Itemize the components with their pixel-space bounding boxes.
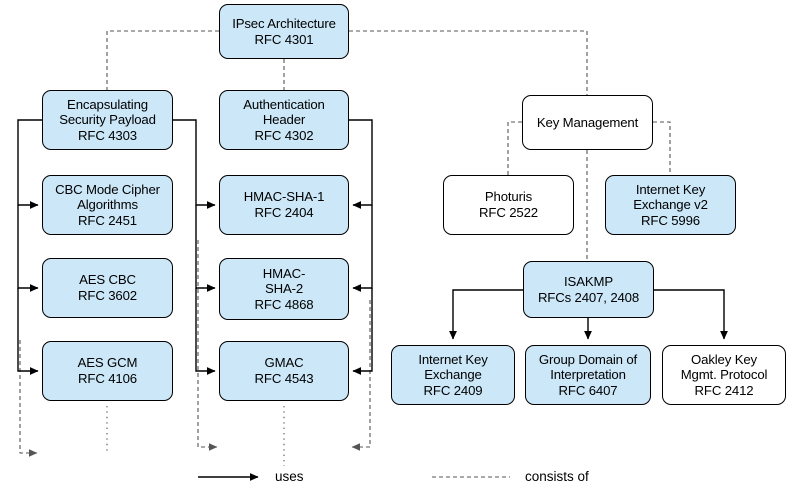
node-text-line: Oakley Key (691, 351, 757, 367)
node-text-line: GMAC (264, 355, 304, 371)
node-text-line: IPsec Architecture (232, 15, 336, 31)
node-text-line: HMAC- (262, 265, 306, 281)
node-text-line: RFC 5996 (641, 212, 700, 228)
node-text-line: RFCs 2407, 2408 (537, 289, 640, 305)
node-text-line: AES GCM (77, 355, 138, 371)
node-text-line: RFC 4302 (254, 127, 314, 143)
node-text-line: RFC 3602 (78, 288, 137, 303)
node-text-line: RFC 2412 (694, 382, 754, 398)
wire-esp-to-hmacsha1 (173, 119, 216, 209)
node-text-line: RFC 2451 (78, 212, 137, 228)
node-text-line: Algorithms (77, 197, 138, 213)
node-text-line: RFC 2409 (423, 382, 483, 398)
dashed-arrow-mid (197, 240, 218, 451)
node-text-line: HMAC-SHA-1 (243, 189, 325, 205)
node-text-line: RFC 4301 (254, 31, 314, 47)
wire-ah-to-hmacsha1 (349, 119, 373, 209)
wire-isakmp-to-ike (449, 289, 523, 340)
node-text-line: Exchange (424, 367, 482, 383)
node-text-line: Security Payload (59, 112, 156, 128)
wire-ah-to-gmac (352, 288, 373, 375)
wire-arch-to-esp (106, 30, 219, 90)
wire-isakmp-to-oakley (654, 289, 728, 340)
node-text-line: RFC 2522 (479, 205, 538, 220)
node-text-line: Group Domain of (538, 351, 638, 367)
wire-esp-to-aescbc (17, 205, 39, 292)
legend-consists-of-label: consists of (525, 469, 589, 484)
node-text-line: SHA-2 (264, 281, 304, 297)
node-text-line: Authentication (243, 96, 325, 112)
wire-keymgmt-to-ikev2 (653, 121, 671, 175)
wire-esp-to-gmac (195, 288, 216, 375)
node-key-management[interactable]: Key Management (522, 95, 653, 150)
dashed-arrow-right (351, 300, 371, 451)
node-text-line: Internet Key (635, 181, 706, 197)
node-text-line: Header (262, 112, 306, 128)
node-text-line: Key Management (536, 114, 639, 130)
node-text-line: Exchange v2 (633, 197, 708, 213)
wire-keymgmt-to-photuris (507, 121, 522, 175)
node-text-line: Mgmt. Protocol (680, 367, 768, 383)
node-text-line: Encapsulating (67, 96, 148, 112)
legend-uses-label: uses (275, 469, 304, 484)
wire-arch-to-keymgmt (349, 30, 588, 95)
node-text-line: RFC 4543 (254, 371, 314, 386)
node-text-line: RFC 4303 (78, 127, 137, 143)
node-text-line: RFC 4868 (254, 296, 314, 312)
node-text-line: RFC 4106 (78, 371, 137, 386)
uses-connectors (17, 119, 728, 375)
wire-esp-to-aesgcm (17, 288, 39, 375)
node-text-line: Interpretation (550, 367, 626, 383)
node-text-line: RFC 6407 (558, 382, 618, 398)
node-text-line: RFC 2404 (254, 205, 314, 220)
dashed-arrow-left (19, 340, 38, 457)
node-text-line: CBC Mode Cipher (55, 181, 160, 197)
node-text-line: Photuris (484, 189, 533, 205)
node-text-line: AES CBC (79, 272, 136, 288)
wire-esp-to-hmacsha2 (195, 205, 216, 292)
wire-ah-to-hmacsha2 (352, 205, 373, 292)
wire-esp-to-cbc (17, 119, 42, 209)
node-text-line: Internet Key (418, 351, 488, 367)
node-text-line: ISAKMP (564, 273, 613, 289)
dotted-continuations (106, 406, 285, 466)
